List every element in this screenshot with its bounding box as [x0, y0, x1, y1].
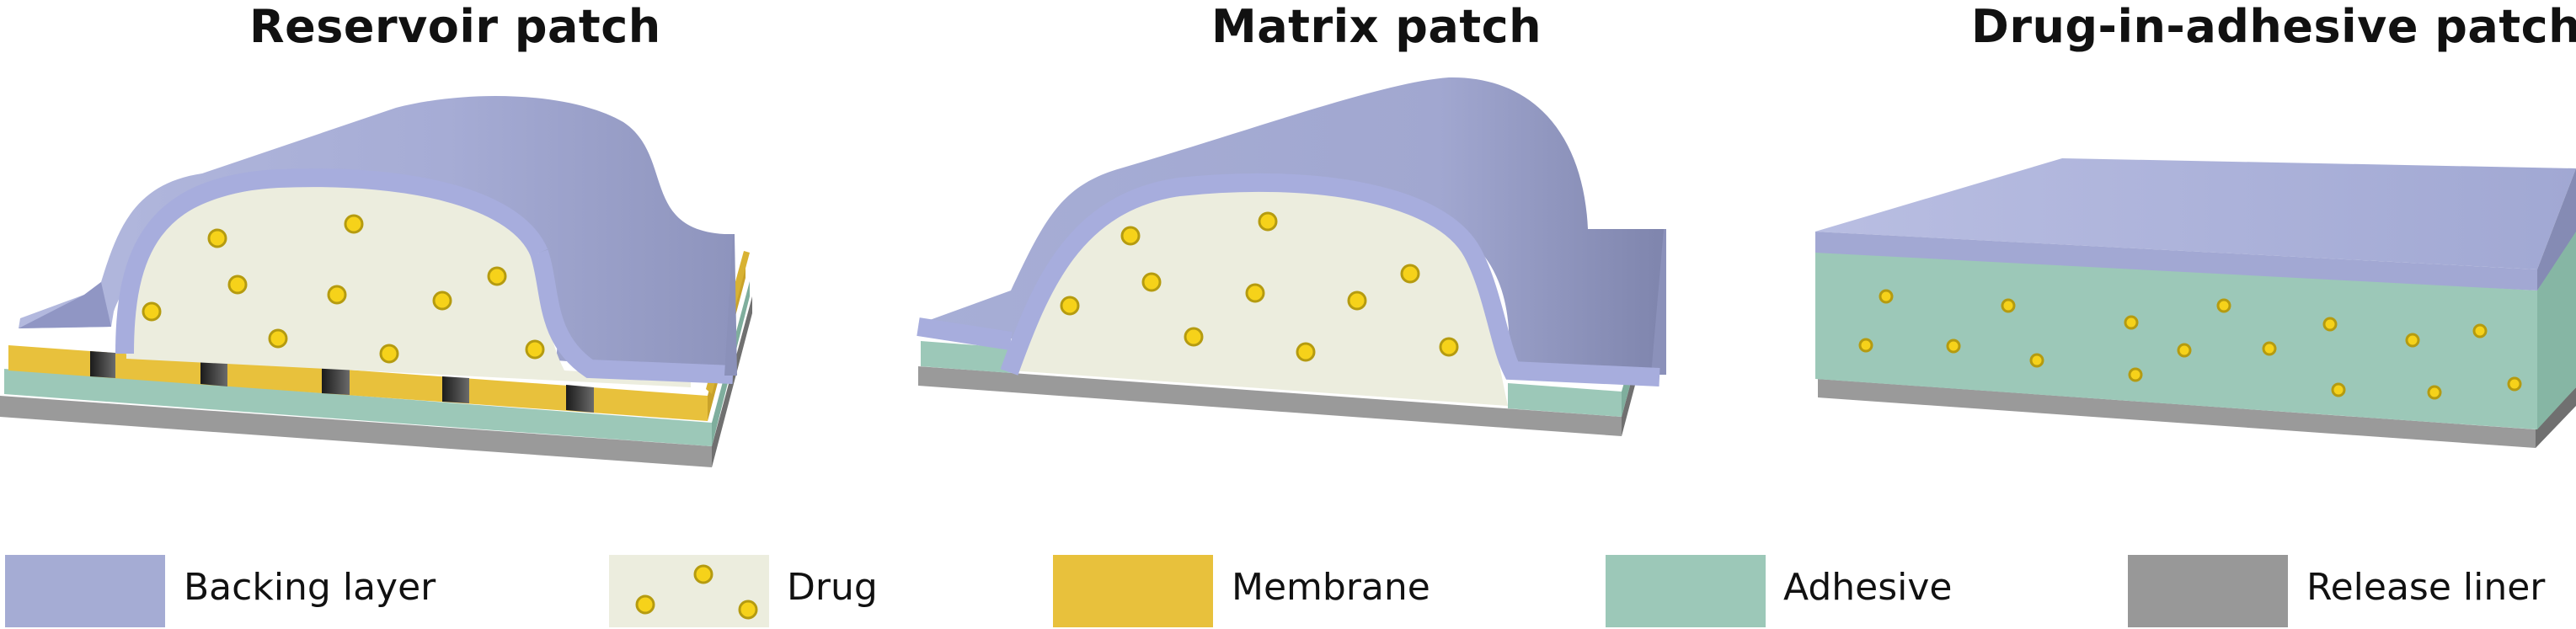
dia-drug-particles [1858, 289, 2522, 400]
drug-in-adhesive-patch [1815, 158, 2576, 448]
dia-adhesive-layer [1815, 248, 2537, 429]
reservoir-drug-compartment [126, 184, 691, 387]
matrix-patch [917, 77, 1666, 436]
legend-label-membrane: Membrane [1232, 566, 1430, 609]
reservoir-adhesive-layer [4, 369, 712, 446]
legend-label-liner: Release liner [2306, 566, 2546, 609]
legend-label-backing: Backing layer [184, 566, 436, 609]
dia-backing-layer [1815, 158, 2576, 269]
matrix-drug-particles [1060, 211, 1459, 362]
legend-swatch-liner [2128, 555, 2288, 627]
legend-swatch-adhesive [1606, 555, 1766, 627]
dia-release-liner [1818, 379, 2536, 448]
matrix-backing-layer [918, 77, 1664, 370]
reservoir-release-liner [0, 396, 712, 467]
matrix-patch-title: Matrix patch [1211, 0, 1542, 53]
legend-swatch-backing [5, 555, 165, 627]
drug-in-adhesive-patch-title: Drug-in-adhesive patch [1971, 0, 2576, 53]
reservoir-drug-particles [142, 214, 545, 364]
legend-drug-dots [635, 564, 758, 620]
legend-swatch-membrane [1053, 555, 1213, 627]
reservoir-patch-title: Reservoir patch [249, 0, 661, 53]
matrix-release-liner [918, 366, 1622, 436]
reservoir-membrane-layer [8, 345, 708, 421]
matrix-adhesive-right [1508, 383, 1622, 417]
legend-label-drug: Drug [787, 566, 878, 609]
legend-label-adhesive: Adhesive [1783, 566, 1953, 609]
matrix-adhesive-left [921, 341, 1011, 373]
reservoir-patch [0, 95, 752, 467]
membrane-gaps [90, 351, 594, 413]
